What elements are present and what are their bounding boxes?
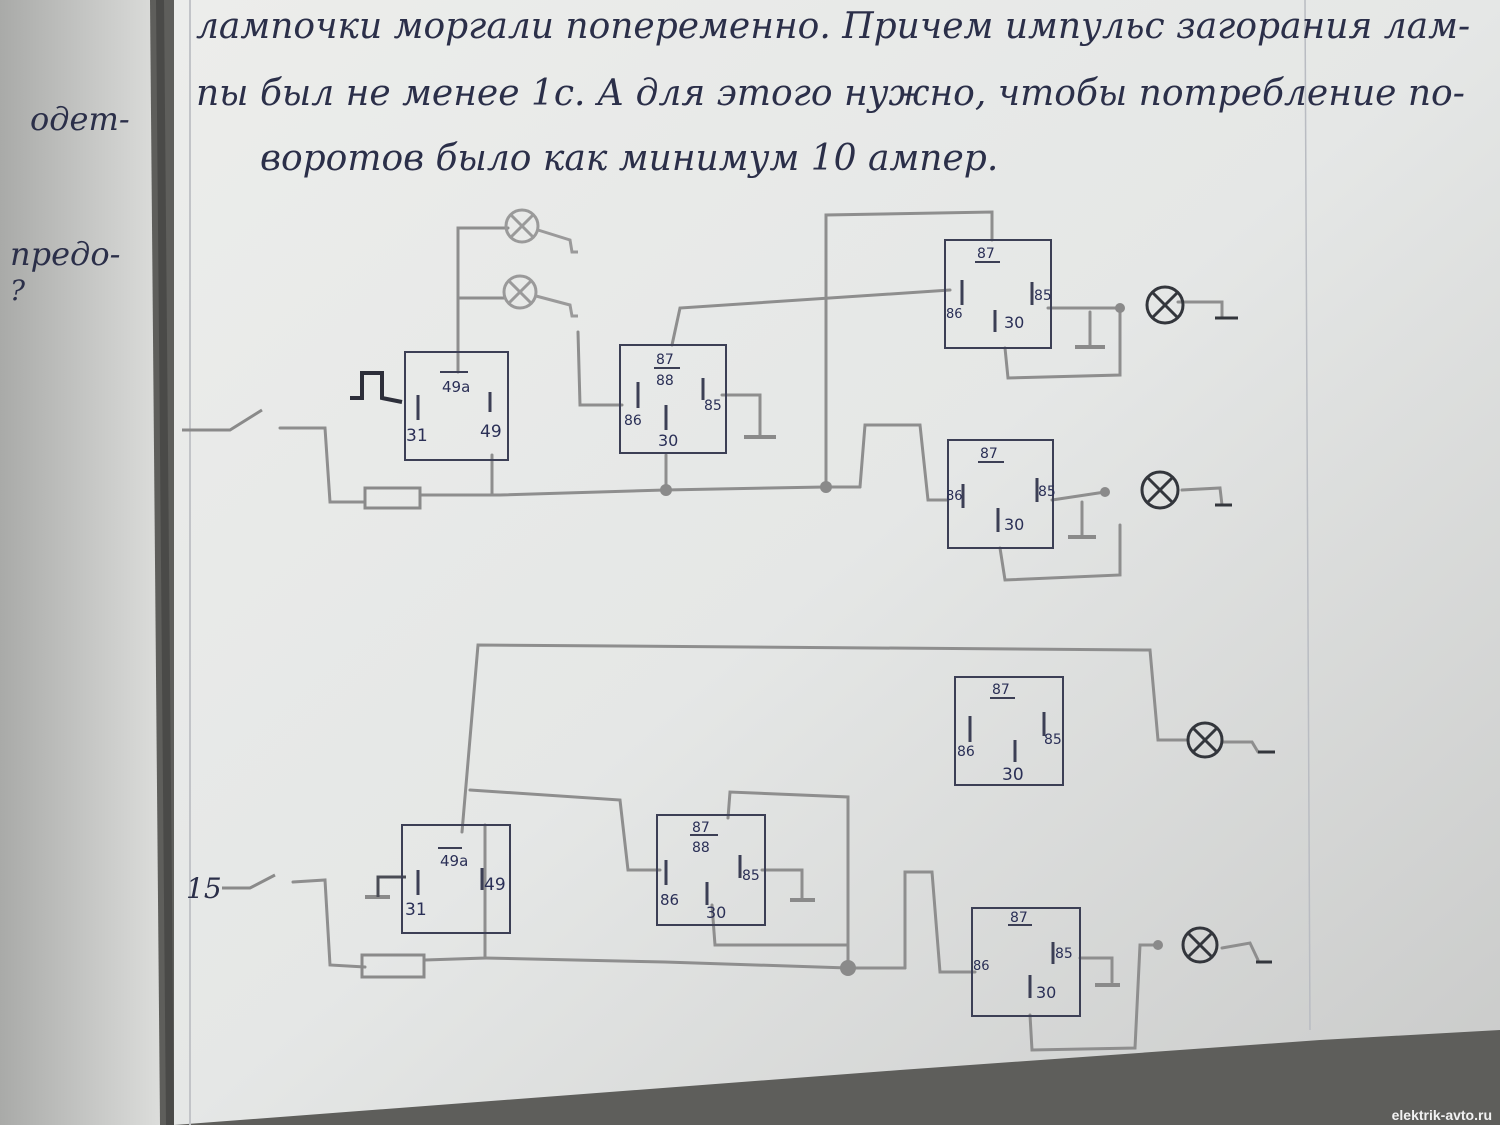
lamp-icon [504, 208, 540, 244]
terminal-31: 31 [405, 900, 427, 920]
terminal-30: 30 [1036, 983, 1056, 1002]
paper-sheet [174, 0, 1500, 1125]
top-junctions [660, 303, 1125, 497]
terminal-49a: 49a [442, 378, 470, 396]
relay-bottom-flasher: 49a 31 49 [401, 824, 511, 934]
ignition-label: 15 [186, 872, 222, 905]
margin-note-1: одет- [30, 100, 130, 138]
relay-top-right-1: 87 86 85 30 [944, 239, 1052, 349]
ignition-switch-icon [222, 873, 276, 890]
relay-top-switch: 87 88 86 85 30 [619, 344, 727, 454]
terminal-86: 86 [624, 413, 642, 429]
terminal-30: 30 [1004, 515, 1024, 534]
terminal-85: 85 [1038, 484, 1056, 500]
lamp-icon [1181, 926, 1219, 964]
relay-top-right-2: 87 86 85 30 [946, 439, 1056, 549]
lamp-icon [1186, 721, 1224, 759]
bottom-circuit-wires [291, 643, 1260, 1052]
terminal-87: 87 [1010, 910, 1028, 926]
terminal-88: 88 [692, 840, 710, 856]
left-page [0, 0, 160, 1125]
lamp-icon [1140, 470, 1180, 510]
terminal-86: 86 [660, 891, 679, 909]
terminal-87: 87 [980, 446, 998, 462]
top-ground-symbols [744, 345, 1105, 539]
terminal-85: 85 [742, 868, 760, 884]
watermark-text: elektrik-avto.ru [1392, 1107, 1492, 1123]
terminal-30: 30 [706, 903, 726, 922]
terminal-30: 30 [1002, 765, 1024, 785]
terminal-86: 86 [946, 307, 963, 322]
terminal-87: 87 [692, 820, 710, 836]
caption-line-2: пы был не менее 1с. А для этого нужно, ч… [196, 73, 1465, 114]
relay-top-flasher: 49a 31 49 [404, 351, 509, 461]
bottom-lamps [1181, 721, 1275, 964]
terminal-30: 30 [1004, 313, 1024, 332]
bottom-junctions [840, 940, 1163, 976]
terminal-87: 87 [977, 246, 995, 262]
terminal-49: 49 [480, 422, 502, 442]
relay-bottom-switch: 87 88 86 85 30 [656, 814, 766, 926]
caption-line-3: воротов было как минимум 10 ампер. [260, 138, 998, 179]
terminal-85: 85 [1055, 946, 1073, 962]
top-right-lamps [1140, 285, 1238, 510]
pulse-icon [350, 371, 403, 404]
margin-note-2: предо- [10, 235, 120, 273]
right-margin-line [1304, 0, 1311, 1031]
terminal-85: 85 [1034, 288, 1052, 304]
lamp-icon [502, 274, 538, 310]
terminal-88: 88 [656, 373, 674, 389]
terminal-87: 87 [992, 682, 1010, 698]
relay-bottom-right: 87 86 85 30 [971, 907, 1081, 1017]
switch-icon [182, 408, 263, 432]
page-binding [156, 0, 174, 1125]
terminal-31: 31 [406, 426, 428, 446]
terminal-87: 87 [656, 352, 674, 368]
fuse-icon [363, 486, 422, 510]
terminal-85: 85 [1044, 732, 1062, 748]
terminal-30: 30 [658, 431, 678, 450]
margin-note-3: ? [10, 274, 26, 307]
terminal-49a: 49a [440, 852, 468, 870]
relay-bottom-mid: 87 86 85 30 [954, 676, 1064, 786]
terminal-49: 49 [484, 875, 506, 895]
ground-lead [376, 875, 406, 897]
top-lamps [502, 208, 578, 318]
terminal-86: 86 [973, 959, 990, 974]
terminal-86: 86 [946, 489, 963, 504]
caption-line-1: лампочки моргали попеременно. Причем имп… [196, 6, 1470, 47]
fuse-icon [360, 953, 426, 979]
lamp-icon [1145, 285, 1185, 325]
terminal-85: 85 [704, 398, 722, 414]
top-circuit-wires [278, 210, 1224, 582]
terminal-86: 86 [957, 744, 975, 760]
